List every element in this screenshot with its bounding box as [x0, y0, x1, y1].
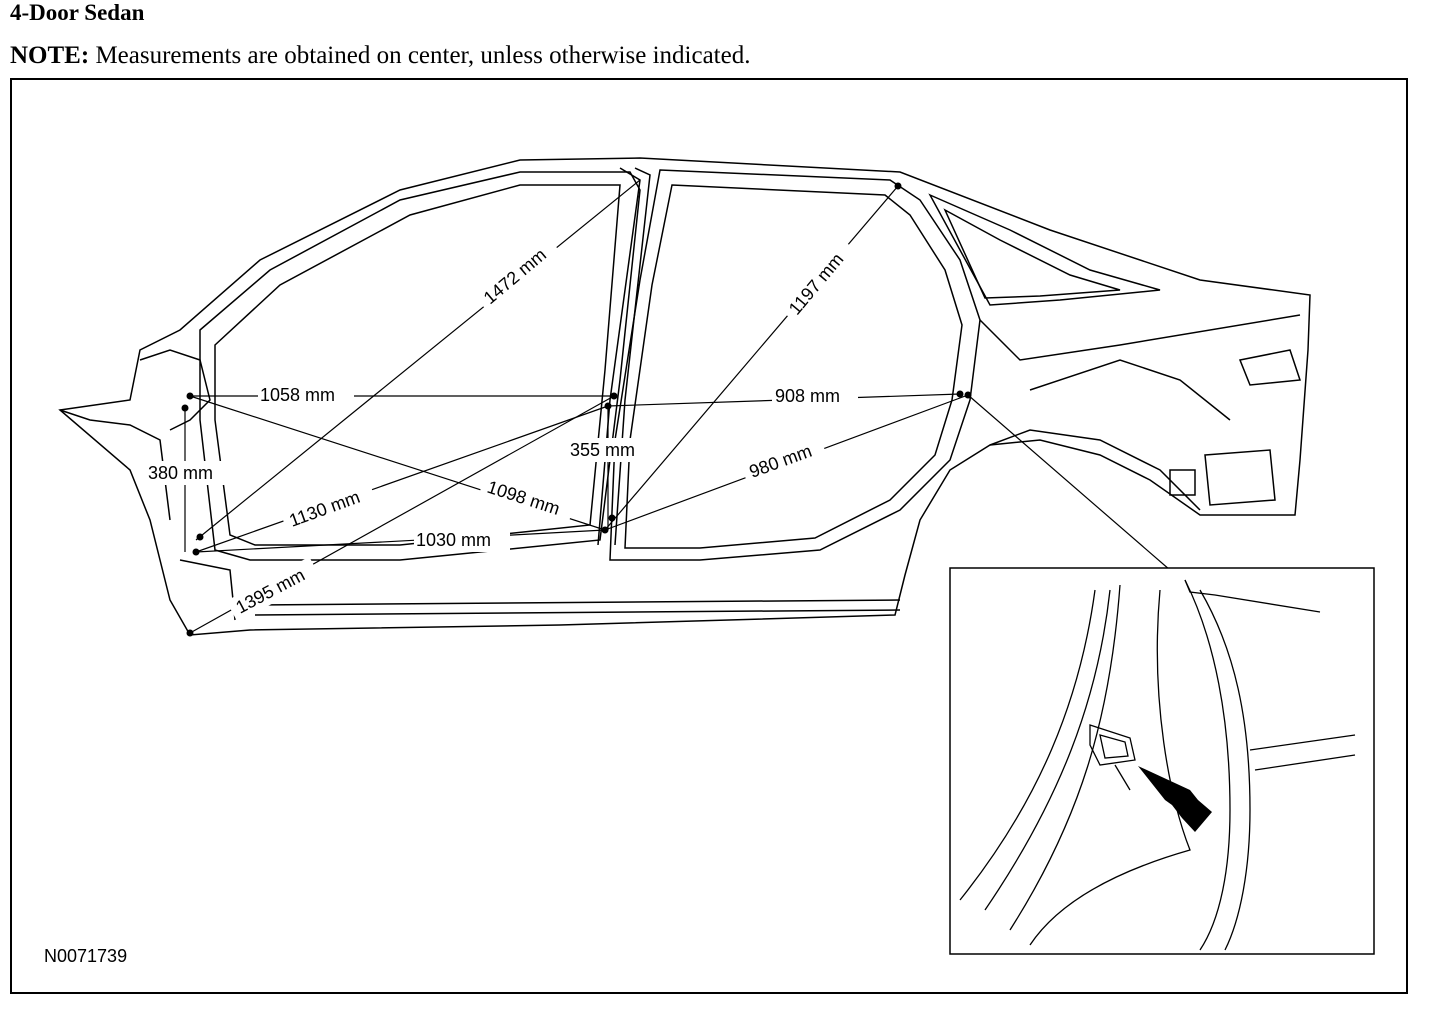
note-text: Measurements are obtained on center, unl… [89, 42, 751, 69]
arrow-icon [1138, 766, 1212, 832]
label-980: 980 mm [747, 441, 815, 482]
measurement-note: NOTE: Measurements are obtained on cente… [10, 42, 750, 70]
label-1197: 1197 mm [785, 249, 848, 318]
label-1058: 1058 mm [260, 385, 335, 405]
page-title: 4-Door Sedan [10, 0, 145, 25]
detail-inset [949, 567, 1375, 955]
label-908: 908 mm [775, 386, 840, 406]
label-1472: 1472 mm [480, 245, 550, 309]
label-1395: 1395 mm [232, 565, 308, 618]
label-355: 355 mm [570, 440, 635, 460]
label-1098: 1098 mm [485, 477, 563, 519]
label-1030: 1030 mm [416, 530, 491, 550]
note-label: NOTE: [10, 42, 90, 69]
measurement-points [181, 182, 972, 637]
figure-id: N0071739 [44, 946, 127, 966]
measurement-labels: 1058 mm 380 mm 1472 mm 1130 mm 1395 mm 1… [146, 234, 859, 623]
label-1130: 1130 mm [287, 487, 363, 531]
diagram-frame [10, 78, 1408, 994]
label-380: 380 mm [148, 463, 213, 483]
